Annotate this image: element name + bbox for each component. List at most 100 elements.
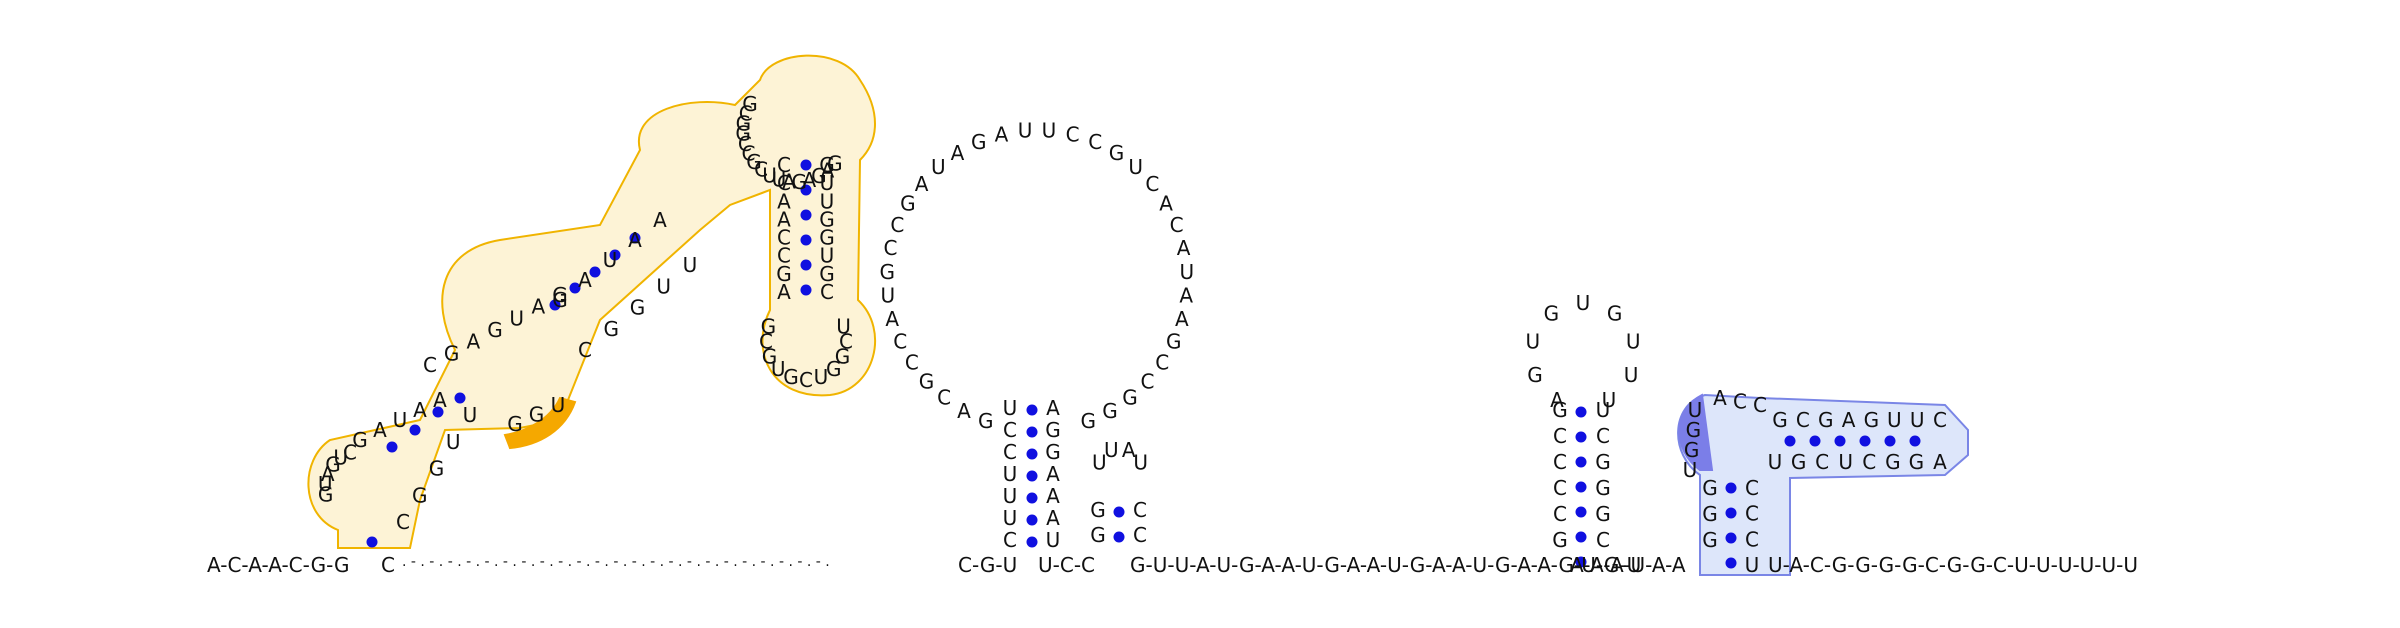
base-pair-layer — [366, 159, 1921, 569]
blue-loop-base: A — [1713, 386, 1727, 410]
base-pair-dot — [409, 424, 421, 436]
right-loop-base: U — [1624, 363, 1639, 387]
left-helix2-base: U — [603, 248, 618, 272]
base-pair-dot — [366, 536, 378, 548]
blue-loop-base: C — [1753, 393, 1767, 417]
bottom-loop-base: G — [835, 344, 851, 368]
small-loop-base: U — [1133, 450, 1148, 474]
orange-highlight-base: U — [551, 393, 566, 417]
big-loop-base: A — [1159, 192, 1173, 216]
base-pair-dot — [800, 159, 812, 171]
big-loop-base: U — [1128, 155, 1143, 179]
bottom-loop-base: G — [761, 314, 777, 338]
right-loop-base: U — [1576, 291, 1591, 315]
right-loop-base: U — [1602, 388, 1617, 412]
left-helix2-base: G — [630, 296, 646, 320]
left-helix-base: U — [393, 408, 408, 432]
left-helix2-base: A — [578, 268, 592, 292]
base-pair-dot — [1725, 557, 1737, 569]
right-stem-base: U — [820, 244, 835, 268]
right-stem-base: C — [1553, 476, 1567, 500]
big-loop-base: C — [937, 386, 951, 410]
blue-highlight-base: G — [1686, 418, 1702, 442]
big-loop-base: C — [1088, 130, 1102, 154]
right-stem-base: G — [1595, 450, 1611, 474]
base-pair-dot — [432, 406, 444, 418]
cloverleaf-base: G — [742, 92, 758, 116]
left-helix2-base: U — [656, 274, 671, 298]
base-pair-dot — [1026, 536, 1038, 548]
blue-stem-base: C — [1745, 476, 1759, 500]
left-helix-base: C — [396, 510, 410, 534]
blue-stem-base: G — [1702, 528, 1718, 552]
blue-strong-highlight — [1678, 393, 1714, 471]
big-loop-base: G — [900, 192, 916, 216]
orange-highlight-envelope — [307, 54, 877, 549]
blue-arm-base: G — [1885, 450, 1901, 474]
big-loop-base: C — [883, 236, 897, 260]
left-helix-base: U — [463, 403, 478, 427]
right-loop-base: G — [1544, 302, 1560, 326]
big-stem-base: G — [1045, 440, 1061, 464]
left-helix2-base: A — [653, 208, 667, 232]
blue-arm-base: U — [1910, 408, 1925, 432]
right-stem-base: C — [1596, 424, 1610, 448]
base-pair-dot — [1725, 507, 1737, 519]
big-loop-base: C — [893, 330, 907, 354]
blue-arm-base: G — [1818, 408, 1834, 432]
small-loop-base: U — [1104, 438, 1119, 462]
big-loop-base: A — [1177, 236, 1191, 260]
blue-arm-base: G — [1772, 408, 1788, 432]
baseline-middle-2: U-C-C — [1038, 553, 1095, 577]
right-stem-base: G — [819, 226, 835, 250]
big-stem-base: U — [1003, 396, 1018, 420]
right-stem-base: G — [819, 207, 835, 231]
cloverleaf-base: G — [746, 150, 762, 174]
right-stem-base: C — [777, 171, 791, 195]
small-loop-base: U — [1092, 450, 1107, 474]
right-stem-base: G — [1552, 528, 1568, 552]
bottom-loop-base: G — [762, 344, 778, 368]
baseline-middle-1: C-G-U — [958, 553, 1017, 577]
right-stem-base: U — [820, 189, 835, 213]
small-stem-base: C — [1133, 498, 1147, 522]
big-loop-base: C — [1170, 213, 1184, 237]
big-loop-base: A — [915, 172, 929, 196]
bottom-loop-base: U — [771, 357, 786, 381]
cloverleaf-base: C — [742, 141, 756, 165]
big-loop-base: G — [919, 369, 935, 393]
cloverleaf-base: C — [739, 101, 753, 125]
base-pair-dot — [569, 282, 581, 294]
big-loop-base: G — [879, 260, 895, 284]
right-stem-base: C — [777, 153, 791, 177]
big-stem-base: A — [1046, 484, 1060, 508]
base-pair-dot — [1909, 435, 1921, 447]
cloverleaf-base: G — [791, 170, 807, 194]
big-loop-base: A — [951, 141, 965, 165]
right-stem-base: G — [1595, 502, 1611, 526]
base-pair-dot — [1575, 431, 1587, 443]
left-helix-base: U — [446, 430, 461, 454]
right-stem-base: C — [1553, 502, 1567, 526]
big-loop-base: C — [1155, 351, 1169, 375]
cloverleaf-base: C — [738, 132, 752, 156]
left-helix-base: A — [433, 388, 447, 412]
left-helix-base: G — [352, 428, 368, 452]
blue-stem-base: G — [1702, 476, 1718, 500]
base-pair-dot — [1784, 435, 1796, 447]
base-pair-dot — [609, 249, 621, 261]
right-loop-base: A — [1550, 388, 1564, 412]
cloverleaf-base: A — [821, 159, 835, 183]
base-pair-dot — [800, 209, 812, 221]
bottom-loop-base: G — [826, 357, 842, 381]
big-stem-base: U — [1003, 506, 1018, 530]
left-helix-base: A — [373, 418, 387, 442]
right-loop-base: U — [1525, 330, 1540, 354]
base-pair-dot — [1113, 506, 1125, 518]
big-loop-base: A — [957, 399, 971, 423]
blue-loop-base: C — [1733, 390, 1747, 414]
big-loop-base: G — [1081, 409, 1097, 433]
base-pair-dot — [800, 259, 812, 271]
blue-arm-base: G — [1791, 450, 1807, 474]
